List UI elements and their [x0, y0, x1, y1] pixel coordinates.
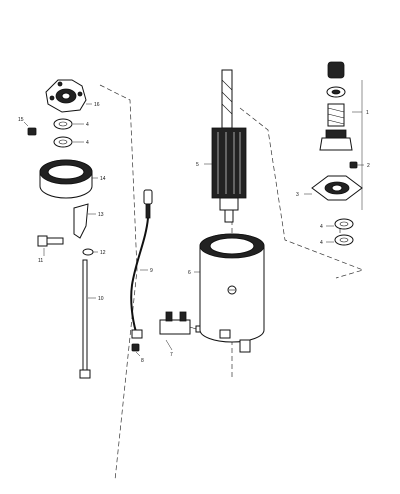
bolt-part-11: [37, 235, 64, 256]
bracket-part-13: [73, 203, 96, 239]
callout-14: 14: [100, 176, 106, 182]
drive-pinion-part-1: [319, 80, 363, 210]
callout-3: 3: [296, 192, 299, 198]
drive-end-head-part-3: [304, 175, 363, 201]
armature-part-5: [204, 69, 247, 223]
field-frame-part-6: [194, 233, 265, 353]
callout-6: 6: [188, 270, 191, 276]
lead-wire-part-9: [130, 189, 153, 339]
locknut-top: [327, 61, 345, 79]
callout-labels: 1 2 3 4 4 4 4 5 6 7 8 9 10 11 12 13 14 1…: [18, 102, 370, 364]
callout-4a: 4: [86, 122, 89, 128]
callout-11: 11: [38, 258, 43, 264]
callout-8: 8: [141, 358, 144, 364]
callout-15: 15: [18, 117, 24, 123]
callout-10: 10: [98, 296, 104, 302]
through-bolt-part-10: [79, 259, 96, 379]
brush-ring-part-14: [39, 159, 98, 199]
nut-part-8: [131, 343, 141, 357]
callout-4c: 4: [320, 224, 323, 230]
lockwasher-part-12: [82, 248, 98, 256]
end-frame-part-16: [45, 79, 92, 113]
callout-12: 12: [100, 250, 106, 256]
collar-top: [326, 86, 346, 98]
washer-left-upper: [53, 118, 84, 130]
callout-1: 1: [366, 110, 369, 116]
washer-left-lower: [53, 136, 84, 148]
callout-7: 7: [170, 352, 173, 358]
spring-assembly: [327, 103, 345, 127]
callout-9: 9: [150, 268, 153, 274]
callout-5: 5: [196, 162, 199, 168]
terminal-part-7: [159, 311, 205, 351]
nut-part-15: [23, 121, 37, 136]
callout-16: 16: [94, 102, 100, 108]
nut-part-2: [349, 161, 364, 169]
callout-4b: 4: [86, 140, 89, 146]
callout-4d: 4: [320, 240, 323, 246]
callout-2: 2: [367, 163, 370, 169]
washer-right-lower: [326, 234, 354, 246]
washer-right-upper: [326, 218, 354, 230]
callout-13: 13: [98, 212, 104, 218]
